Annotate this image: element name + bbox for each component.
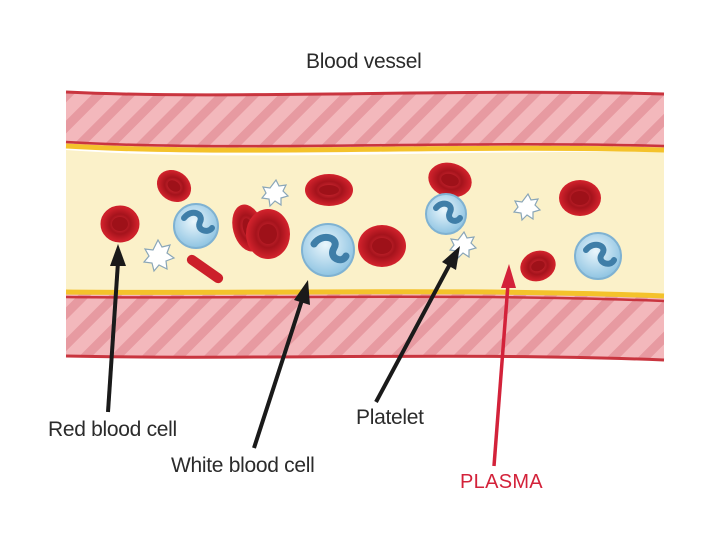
plasma-region bbox=[66, 150, 664, 300]
red-blood-cell bbox=[100, 205, 140, 243]
pointer-arrows bbox=[106, 244, 516, 467]
label-white-blood-cell: White blood cell bbox=[171, 454, 315, 477]
platelets bbox=[142, 178, 542, 273]
red-blood-cell bbox=[156, 169, 192, 203]
white-blood-cells bbox=[173, 193, 622, 280]
arrow-platelet bbox=[374, 246, 460, 403]
red-blood-cell bbox=[559, 180, 601, 216]
label-platelet: Platelet bbox=[356, 406, 424, 429]
arrow-plasma bbox=[492, 264, 516, 467]
lower-vessel-wall bbox=[65, 289, 665, 362]
platelet bbox=[512, 192, 542, 222]
white-blood-cell bbox=[574, 232, 622, 280]
arrow-red-blood-cell bbox=[106, 244, 126, 413]
red-blood-cell bbox=[246, 209, 290, 259]
red-blood-cell bbox=[305, 174, 353, 206]
white-blood-cell bbox=[425, 193, 467, 235]
white-blood-cell bbox=[301, 223, 355, 277]
platelet bbox=[142, 238, 176, 273]
diagram-title: Blood vessel bbox=[306, 50, 422, 73]
white-blood-cell bbox=[173, 203, 219, 249]
arrow-white-blood-cell bbox=[252, 280, 310, 449]
platelet bbox=[448, 230, 478, 260]
red-blood-cell bbox=[358, 225, 406, 267]
label-plasma: PLASMA bbox=[460, 471, 543, 493]
platelet bbox=[260, 178, 290, 208]
label-red-blood-cell: Red blood cell bbox=[48, 418, 177, 441]
red-blood-cell-side-view bbox=[186, 254, 224, 284]
red-blood-cell bbox=[520, 250, 556, 282]
red-blood-cell bbox=[428, 162, 472, 198]
upper-vessel-wall bbox=[65, 90, 665, 153]
red-blood-cells bbox=[100, 162, 601, 284]
